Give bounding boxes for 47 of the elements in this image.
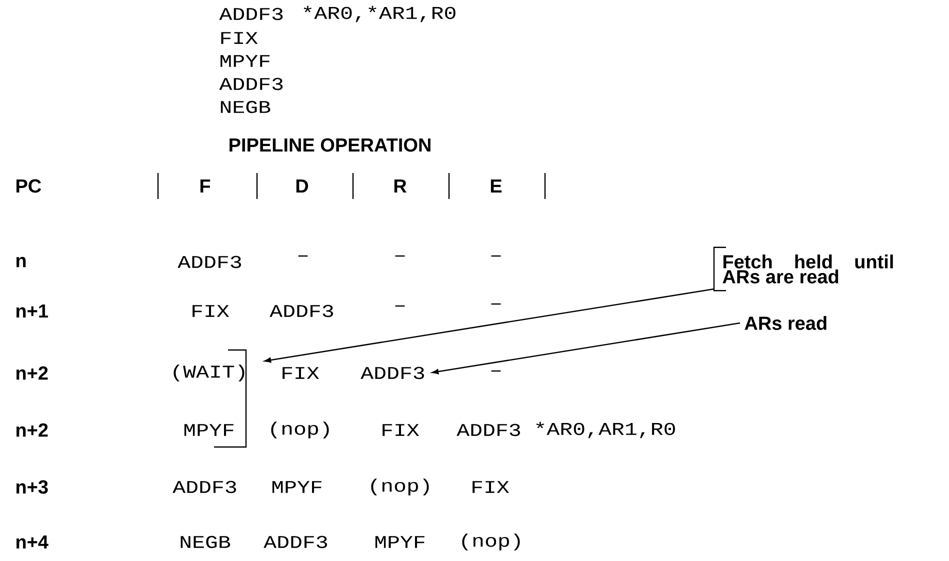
table-cell: FIX	[192, 305, 230, 317]
table-cell: MPYF	[184, 424, 234, 436]
code-line: NEGB	[220, 100, 270, 114]
row-label: n+2	[16, 423, 48, 437]
table-cell: FIX	[282, 367, 320, 379]
table-cell: –	[298, 255, 308, 257]
row-label: n	[16, 256, 26, 268]
table-cell: *AR0,AR1,R0	[536, 422, 675, 438]
table-cell: (nop)	[271, 422, 329, 438]
code-line: FIX	[221, 32, 258, 44]
table-cell: –	[491, 370, 501, 372]
column-header: E	[490, 179, 502, 193]
row-label: n+4	[16, 535, 48, 549]
row-label: n+3	[16, 480, 48, 494]
code-line: *AR0,*AR1,R0	[304, 6, 456, 22]
arrow	[264, 288, 714, 363]
column-header: F	[200, 179, 210, 193]
table-cell: –	[395, 305, 405, 307]
callout-text: ARs read	[744, 316, 826, 330]
column-header: R	[394, 179, 406, 193]
table-cell: ADDF3	[456, 424, 520, 436]
table-cell: FIX	[382, 424, 420, 436]
code-line: ADDF3	[219, 78, 283, 90]
table-cell: (nop)	[371, 478, 429, 496]
table-cell: ADDF3	[270, 304, 334, 318]
table-cell: (nop)	[462, 534, 520, 550]
table-cell: MPYF	[375, 536, 424, 548]
table-cell: ADDF3	[172, 480, 236, 494]
table-cell: ADDF3	[360, 366, 424, 380]
table-cell: ADDF3	[178, 256, 242, 268]
title: PIPELINE OPERATION	[230, 138, 430, 152]
code-line: MPYF	[220, 55, 270, 67]
table-cell: (WAIT)	[174, 364, 244, 382]
table-cell: NEGB	[180, 536, 230, 548]
table-cell: MPYF	[272, 481, 322, 493]
arrow	[432, 322, 740, 374]
table-cell: FIX	[472, 481, 510, 493]
column-header: D	[296, 179, 308, 193]
table-cell: –	[491, 255, 501, 257]
table-cell: ADDF3	[264, 536, 328, 548]
column-header: PC	[16, 179, 42, 193]
table-cell: –	[491, 303, 501, 305]
callout-note: Fetch held until ARs are read	[713, 246, 893, 292]
table-cell: –	[395, 255, 405, 257]
row-label: n+1	[16, 304, 48, 318]
code-line: ADDF3	[219, 8, 283, 20]
row-label: n+2	[16, 366, 48, 380]
